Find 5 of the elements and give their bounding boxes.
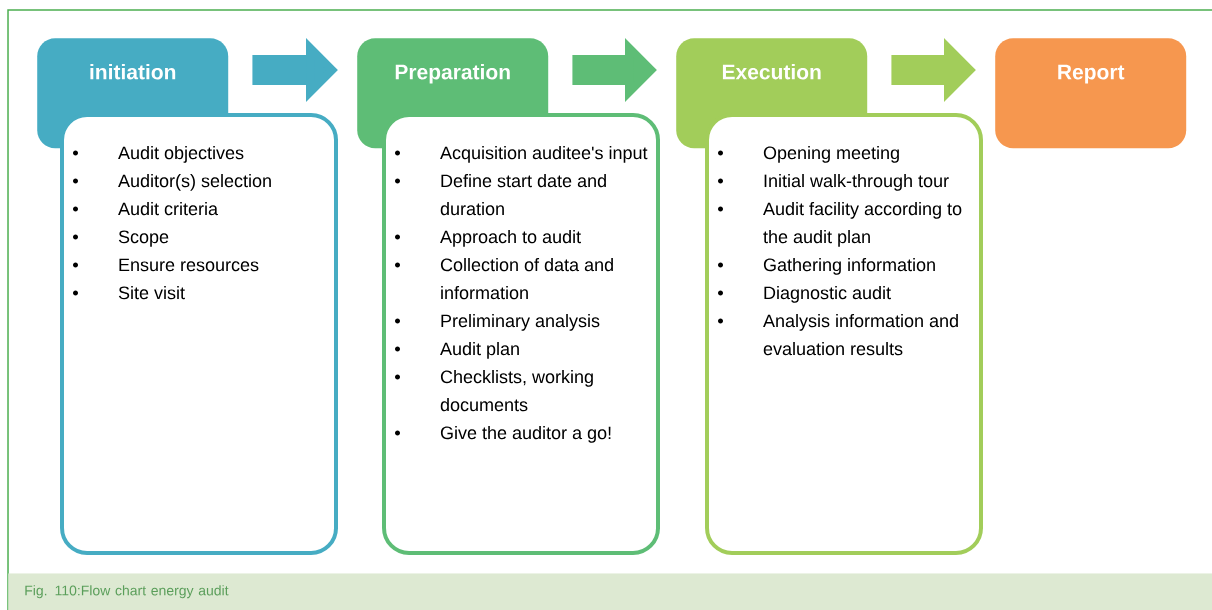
task-list-box: Acquisition auditee's input Define start date and duration Approach to audit Collection of data and information Preliminary analysis Audit plan Checklists, working documents Give the auditor a go!: [382, 113, 660, 555]
stage-tab: Report: [995, 38, 1187, 149]
figure-caption: Fig. 110:Flow chart energy audit: [8, 573, 1212, 610]
task-list-box: Opening meeting Initial walk-through tour Audit facility according to the audit plan Gathering information Diagnostic audit Analysis information and evaluation results: [705, 113, 983, 555]
task-list-box: Audit objectives Auditor(s) selection Audit criteria Scope Ensure resources Site visit: [60, 113, 338, 555]
